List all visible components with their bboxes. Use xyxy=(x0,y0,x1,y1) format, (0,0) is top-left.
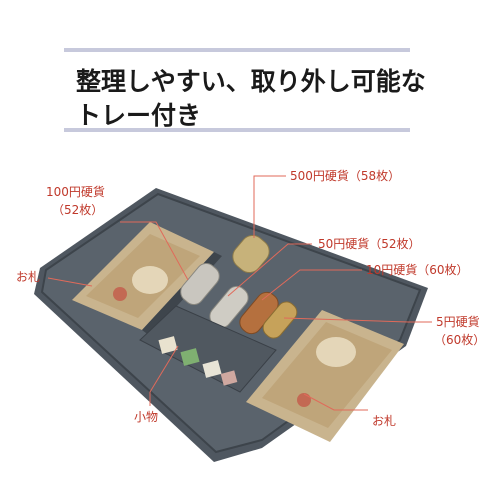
stamp-1 xyxy=(158,336,178,354)
leader-bills-left xyxy=(47,277,93,287)
label-small-items: 小物 xyxy=(134,410,159,424)
top-accent-band xyxy=(64,48,410,52)
leader-10 xyxy=(261,269,362,301)
label-500yen: 500円硬貨（58枚） xyxy=(290,169,401,183)
stamp-2 xyxy=(180,348,200,366)
right-bills-portrait xyxy=(316,337,356,367)
bottom-accent-band xyxy=(64,128,410,132)
label-100yen-line1: 100円硬貨 xyxy=(46,185,105,199)
leader-100 xyxy=(120,221,189,281)
right-bills-seal xyxy=(297,393,311,407)
headline-line-1: 整理しやすい、取り外し可能な xyxy=(76,67,426,96)
leader-50 xyxy=(227,243,312,297)
leader-5 xyxy=(283,317,432,323)
headline-line-2: トレー付き xyxy=(76,101,202,130)
leader-bills-right xyxy=(303,393,368,411)
coin-stack-5 xyxy=(262,301,298,339)
label-100yen-line2: （52枚） xyxy=(52,203,104,217)
coin-stack-100 xyxy=(180,263,220,305)
left-bills-seal xyxy=(113,287,127,301)
leader-small-items xyxy=(149,345,179,406)
left-bills-portrait xyxy=(132,266,168,294)
label-bills-right: お札 xyxy=(372,414,397,428)
label-bills-left: お札 xyxy=(16,270,41,284)
label-10yen: 10円硬貨（60枚） xyxy=(366,263,469,277)
label-50yen: 50円硬貨（52枚） xyxy=(318,237,421,251)
stamp-3 xyxy=(202,360,222,378)
stamp-4 xyxy=(220,370,238,386)
coin-stack-500 xyxy=(232,234,270,274)
label-5yen-line2: （60枚） xyxy=(434,333,486,347)
label-5yen-line1: 5円硬貨 xyxy=(436,315,480,329)
leader-500 xyxy=(253,175,286,238)
